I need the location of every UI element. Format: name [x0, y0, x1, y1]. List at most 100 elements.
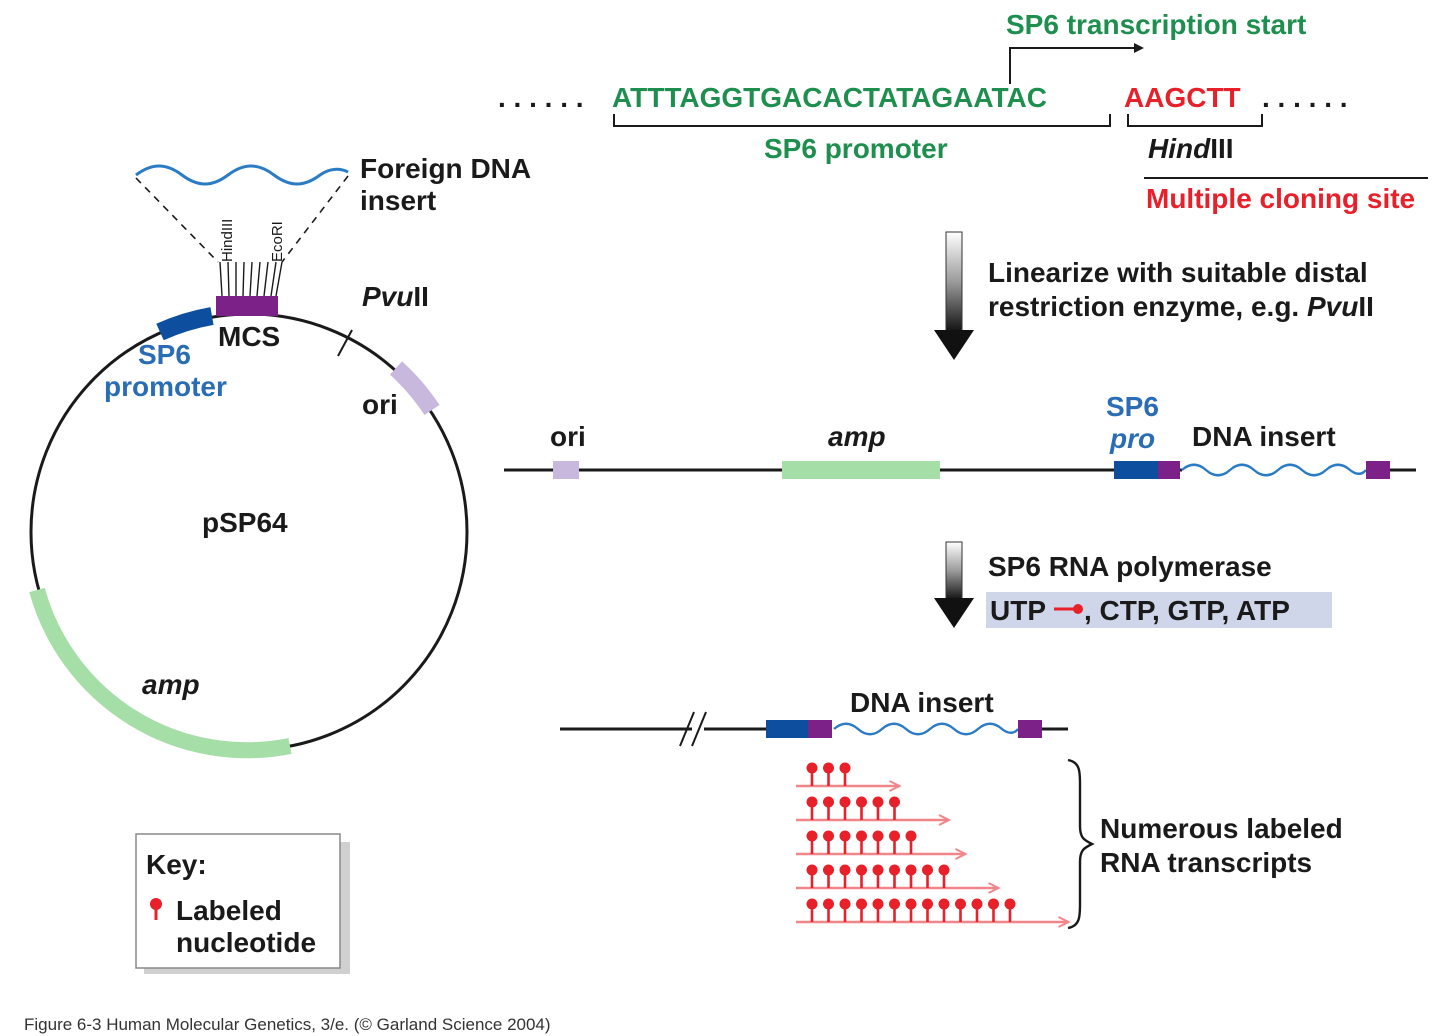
step1-line2-text: restriction enzyme, e.g.: [988, 291, 1307, 322]
template-insert-wave: [833, 722, 1019, 736]
labeled-nucleotide: [872, 898, 884, 922]
labeled-nucleotide: [856, 830, 867, 854]
labeled-nucleotide: [938, 864, 950, 888]
mcs-segment: [216, 296, 278, 316]
sp6-promoter-label: SP6 promoter: [764, 133, 948, 164]
labeled-nucleotide: [839, 830, 851, 854]
labeled-nucleotide: [856, 796, 867, 820]
linear-ori-label: ori: [550, 421, 586, 452]
template-insert-label: DNA insert: [850, 687, 994, 718]
step2-polymerase-label: SP6 RNA polymerase: [988, 551, 1272, 582]
labeled-nucleotide: [806, 830, 818, 854]
step2-arrow-shaft: [945, 541, 963, 601]
step1-line2-roman: II: [1358, 291, 1374, 322]
labeled-nucleotide: [806, 864, 818, 888]
key-line1: Labeled: [176, 895, 282, 926]
labeled-nucleotide: [856, 898, 867, 922]
linear-sp6-label: SP6: [1106, 391, 1159, 422]
labeled-nucleotide: [1004, 898, 1016, 922]
transcript-rows: [796, 762, 1071, 928]
labeled-nucleotide: [839, 762, 851, 786]
figure-caption: Figure 6-3 Human Molecular Genetics, 3/e…: [24, 1015, 551, 1034]
hindiii-label-italic: Hind: [1148, 133, 1211, 164]
step1-line1: Linearize with suitable distal: [988, 257, 1368, 288]
template-break-mark-1: [679, 711, 695, 747]
rna-transcript-arrowhead: [938, 814, 952, 826]
labeled-nucleotide: [872, 796, 884, 820]
plasmid-sp6-label-line1: SP6: [138, 339, 191, 370]
sp6-promoter-sequence: ATTTAGGTGACACTATAGAATAC: [612, 82, 1047, 113]
foreign-dna-label-line1: Foreign DNA: [360, 153, 531, 184]
hindiii-sequence: AAGCTT: [1124, 82, 1241, 113]
labeled-nucleotide: [955, 898, 966, 922]
transcription-start-label: SP6 transcription start: [1006, 9, 1306, 40]
linear-mcs-block-right: [1366, 461, 1390, 479]
labeled-nucleotide: [905, 830, 917, 854]
labeled-nucleotide-icon: [150, 898, 162, 920]
linear-amp-block: [782, 461, 940, 479]
template-mcs-block-right: [1018, 720, 1042, 738]
plasmid-name: pSP64: [202, 507, 288, 538]
linear-mcs-block-left: [1158, 461, 1180, 479]
linear-amp-label: amp: [828, 421, 886, 452]
insert-dashed-right: [281, 175, 349, 263]
plasmid-map: HindIII EcoRI Foreign DNA insert MCS SP6…: [29, 153, 531, 759]
hindiii-label-roman: III: [1210, 133, 1233, 164]
step2-arrow-head: [934, 598, 974, 628]
template-sp6-block: [766, 720, 808, 738]
sequence-dots-left: . . . . . .: [498, 82, 584, 113]
amp-segment: [29, 587, 292, 759]
labeled-nucleotide: [839, 796, 851, 820]
labeled-nucleotide: [889, 898, 900, 922]
labeled-nucleotide: [806, 762, 818, 786]
transcripts-brace: [1067, 758, 1095, 930]
labeled-nucleotide: [872, 864, 884, 888]
utp-label: UTP: [990, 595, 1046, 626]
hindiii-label: HindIII: [1148, 133, 1234, 164]
linear-insert-label: DNA insert: [1192, 421, 1336, 452]
hindiii-site-label: HindIII: [219, 219, 236, 262]
labeled-nucleotide: [823, 830, 834, 854]
transcription-start-arrow: [1009, 43, 1144, 84]
insert-dashed-left: [135, 177, 219, 263]
pvuii-label-italic: Pvu: [362, 281, 413, 312]
mcs-label: MCS: [218, 321, 280, 352]
linearized-dna: ori amp SP6 pro DNA insert: [504, 391, 1416, 479]
ori-segment: [389, 361, 440, 416]
labeled-nucleotide: [971, 898, 983, 922]
linear-insert-wave-line: [1181, 463, 1367, 477]
rna-transcript: [796, 864, 1001, 894]
sequence-panel: . . . . . . ATTTAGGTGACACTATAGAATAC AAGC…: [498, 9, 1428, 214]
labeled-nucleotide: [872, 830, 884, 854]
labeled-nucleotide: [856, 864, 867, 888]
foreign-dna-wave: [135, 164, 349, 186]
labeled-nucleotide: [823, 796, 834, 820]
labeled-nucleotide: [889, 830, 900, 854]
step-transcribe: SP6 RNA polymerase UTP , CTP, GTP, ATP: [934, 541, 1332, 628]
labeled-nucleotide: [889, 864, 900, 888]
labeled-nucleotide: [806, 898, 818, 922]
labeled-nucleotide: [823, 762, 834, 786]
labeled-nucleotide: [922, 864, 933, 888]
linear-sp6-block: [1114, 461, 1158, 479]
key-box: Key: Labeled nucleotide: [135, 833, 350, 974]
step1-line2: restriction enzyme, e.g. PvuII: [988, 291, 1374, 322]
template-mcs-block-left: [808, 720, 832, 738]
rna-transcript: [796, 898, 1071, 928]
utp-label-dot: [1073, 604, 1083, 614]
rna-transcript-arrowhead: [988, 882, 1001, 894]
template-break-mark-2: [691, 711, 707, 747]
rna-transcript-arrowhead: [889, 780, 902, 792]
linear-ori-block: [553, 461, 579, 479]
linear-insert-cover: [1182, 467, 1366, 473]
labeled-nucleotide: [988, 898, 999, 922]
transcripts-label-line2: RNA transcripts: [1100, 847, 1312, 878]
labeled-nucleotide: [938, 898, 950, 922]
rna-transcript: [796, 830, 968, 860]
plasmid-ori-label: ori: [362, 389, 398, 420]
sp6-promoter-segment: [156, 307, 214, 341]
step1-arrow-shaft: [945, 231, 963, 333]
plasmid-sp6-label-line2: promoter: [104, 371, 227, 402]
labeled-nucleotide: [839, 864, 851, 888]
